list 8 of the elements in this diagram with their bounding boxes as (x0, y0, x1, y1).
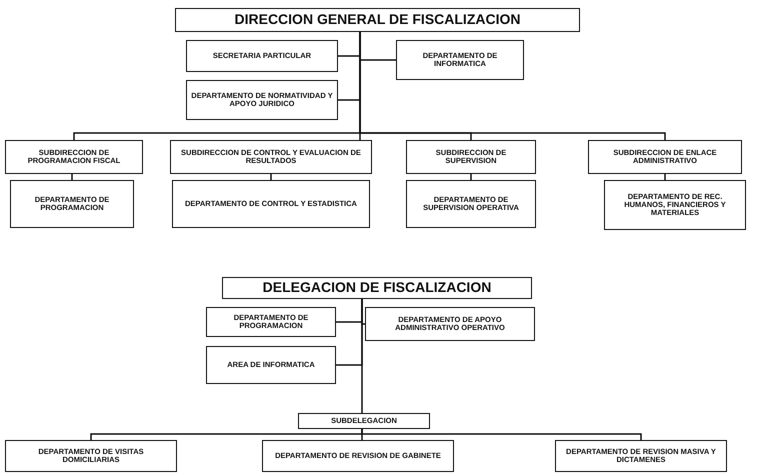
connector-line (361, 429, 642, 440)
org-box: DELEGACION DE FISCALIZACION (222, 277, 532, 299)
connector-line (361, 299, 363, 413)
org-box: DIRECCION GENERAL DE FISCALIZACION (175, 8, 580, 32)
connector-line (470, 174, 472, 180)
connector-line (270, 174, 272, 180)
connector-line (71, 174, 73, 180)
connector-line (664, 174, 666, 180)
